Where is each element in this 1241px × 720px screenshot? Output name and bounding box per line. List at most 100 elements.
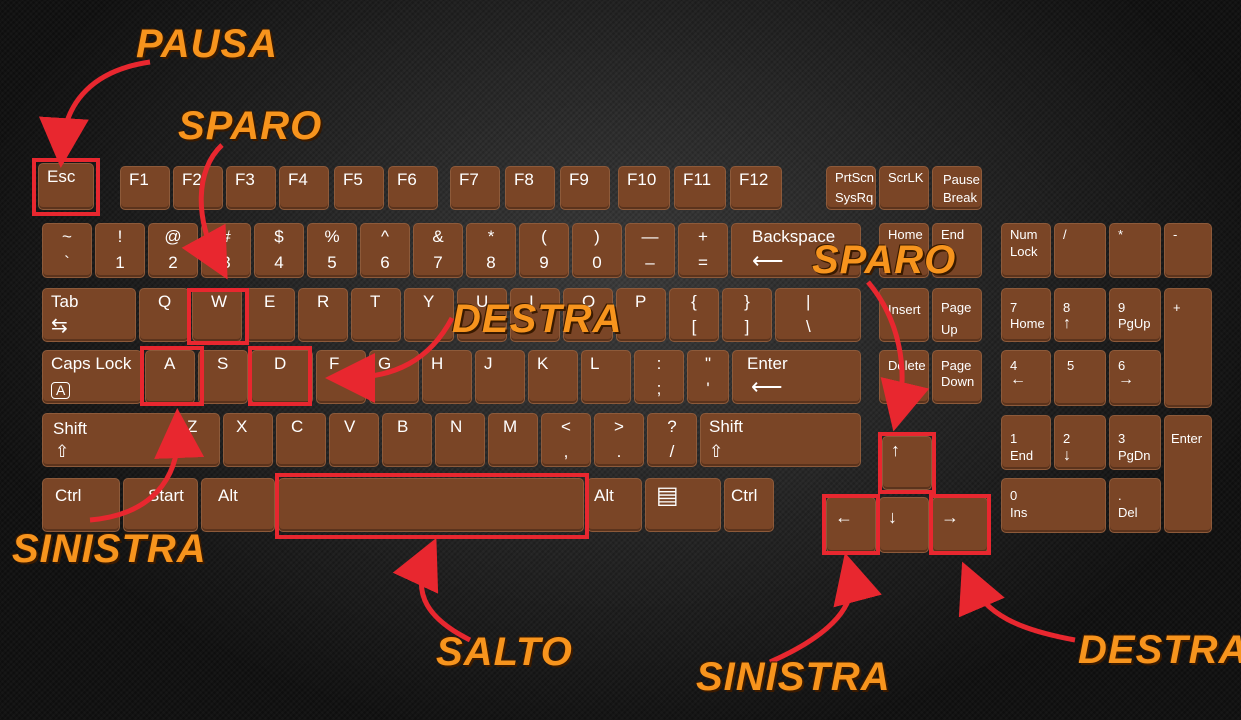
key-home[interactable]: Home [879,223,929,278]
key-end[interactable]: End [932,223,982,278]
key-left-ctrl[interactable]: Ctrl [42,478,120,532]
key-n[interactable]: N [435,413,485,467]
key-menu[interactable]: ▤ [645,478,721,532]
key-f1[interactable]: F1 [120,166,170,210]
key-m[interactable]: M [488,413,538,467]
key-f5[interactable]: F5 [334,166,384,210]
key-left-alt[interactable]: Alt [201,478,275,532]
key-comma[interactable]: <, [541,413,591,467]
key-p[interactable]: P [616,288,666,342]
key-f2[interactable]: F2 [173,166,223,210]
key-2[interactable]: @2 [148,223,198,278]
key-tab[interactable]: Tab⇆ [42,288,136,342]
key-c[interactable]: C [276,413,326,467]
key-0[interactable]: )0 [572,223,622,278]
key-a[interactable]: A [145,350,195,404]
key-num-8[interactable]: 8↑ [1054,288,1106,342]
key-num-4[interactable]: 4← [1001,350,1051,406]
key-7[interactable]: &7 [413,223,463,278]
key-d[interactable]: D [251,350,313,404]
key-enter[interactable]: Enter⟵ [732,350,861,404]
key-delete[interactable]: Delete [879,350,929,404]
key-f9[interactable]: F9 [560,166,610,210]
key-z[interactable]: Z [176,413,220,467]
key-num-6[interactable]: 6→ [1109,350,1161,406]
key-num-divide[interactable]: / [1054,223,1106,278]
key-minus[interactable]: —– [625,223,675,278]
key-period[interactable]: >. [594,413,644,467]
key-space[interactable] [278,478,584,532]
key-semicolon[interactable]: :; [634,350,684,404]
key-3[interactable]: #3 [201,223,251,278]
key-num-minus[interactable]: - [1164,223,1212,278]
key-esc[interactable]: Esc [38,163,94,210]
key-f[interactable]: F [316,350,366,404]
key-9[interactable]: (9 [519,223,569,278]
key-j[interactable]: J [475,350,525,404]
key-f6[interactable]: F6 [388,166,438,210]
key-backspace[interactable]: Backspace⟵ [731,223,861,278]
key-arrow-down[interactable]: ↓ [879,497,929,553]
key-start[interactable]: Start [123,478,198,532]
key-num-5[interactable]: 5 [1054,350,1106,406]
key-q[interactable]: Q [139,288,189,342]
key-t[interactable]: T [351,288,401,342]
key-r[interactable]: R [298,288,348,342]
key-tilde[interactable]: ~` [42,223,92,278]
key-num-multiply[interactable]: * [1109,223,1161,278]
key-equal[interactable]: += [678,223,728,278]
key-right-ctrl[interactable]: Ctrl [724,478,774,532]
key-insert[interactable]: Insert [879,288,929,342]
key-l[interactable]: L [581,350,631,404]
key-x[interactable]: X [223,413,273,467]
key-arrow-left[interactable]: ← [826,497,876,553]
key-b[interactable]: B [382,413,432,467]
key-num-2[interactable]: 2↓ [1054,415,1106,470]
key-backslash[interactable]: |\ [775,288,861,342]
key-i[interactable]: I [510,288,560,342]
key-f3[interactable]: F3 [226,166,276,210]
key-quote[interactable]: "' [687,350,729,404]
key-h[interactable]: H [422,350,472,404]
key-f8[interactable]: F8 [505,166,555,210]
key-g[interactable]: G [369,350,419,404]
key-arrow-right[interactable]: → [932,497,988,553]
key-scrlk[interactable]: ScrLK [879,166,929,210]
key-1[interactable]: !1 [95,223,145,278]
key-right-alt[interactable]: Alt [587,478,642,532]
key-num-plus[interactable]: + [1164,288,1212,408]
key-e[interactable]: E [245,288,295,342]
key-arrow-up[interactable]: ↑ [882,436,932,490]
key-s[interactable]: S [198,350,248,404]
key-k[interactable]: K [528,350,578,404]
key-f7[interactable]: F7 [450,166,500,210]
key-o[interactable]: O [563,288,613,342]
key-num-decimal[interactable]: .Del [1109,478,1161,533]
key-slash[interactable]: ?/ [647,413,697,467]
key-u[interactable]: U [457,288,507,342]
key-5[interactable]: %5 [307,223,357,278]
key-right-shift[interactable]: Shift⇧ [700,413,861,467]
key-left-bracket[interactable]: {[ [669,288,719,342]
key-f4[interactable]: F4 [279,166,329,210]
key-f11[interactable]: F11 [674,166,726,210]
key-num-enter[interactable]: Enter [1164,415,1212,533]
key-right-bracket[interactable]: }] [722,288,772,342]
key-y[interactable]: Y [404,288,454,342]
key-6[interactable]: ^6 [360,223,410,278]
key-f10[interactable]: F10 [618,166,670,210]
key-4[interactable]: $4 [254,223,304,278]
key-f12[interactable]: F12 [730,166,782,210]
key-w[interactable]: W [192,288,242,342]
